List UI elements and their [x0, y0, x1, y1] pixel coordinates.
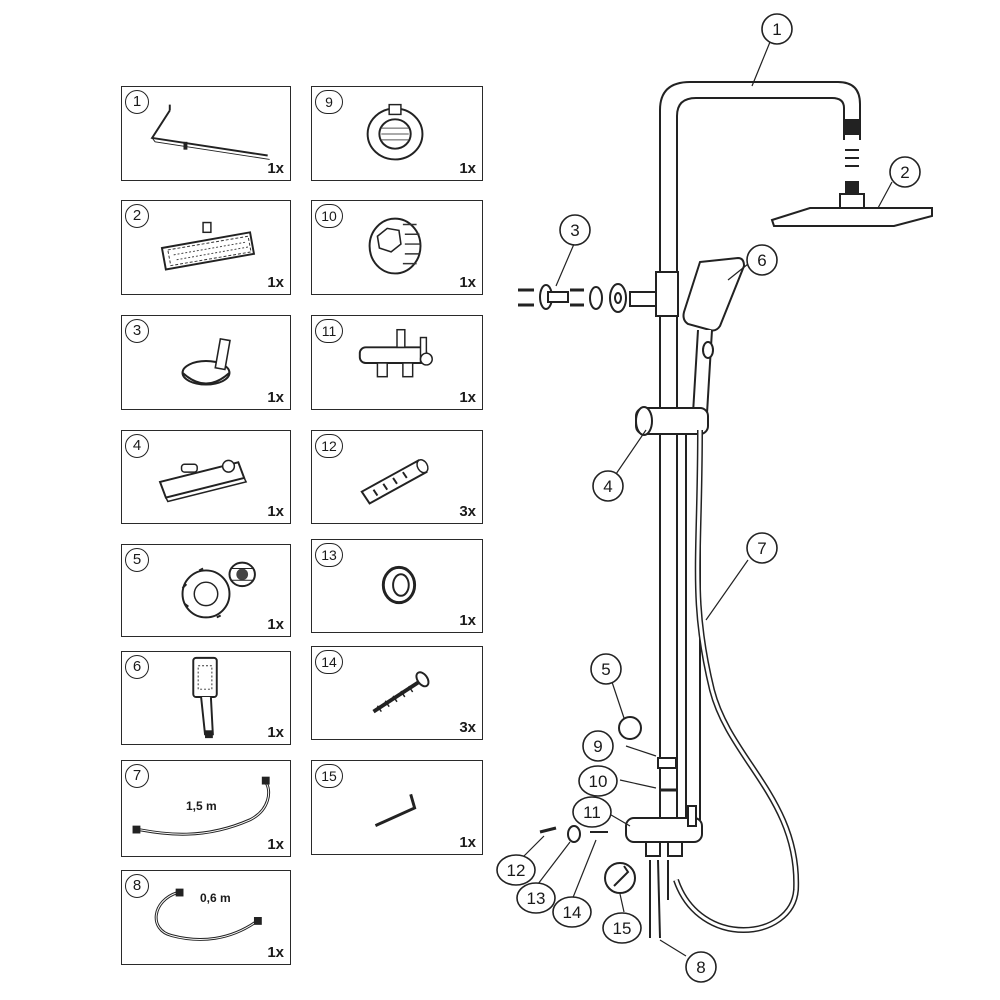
wall-bracket	[518, 271, 679, 317]
part-number: 15	[315, 764, 343, 788]
part-quantity: 1x	[459, 834, 476, 851]
part-card-1: 1 1x	[121, 86, 291, 181]
part-card-11: 11 1x	[311, 315, 483, 410]
part-quantity: 1x	[267, 274, 284, 291]
slider	[635, 406, 709, 436]
part-card-2: 2 1x	[121, 200, 291, 295]
callouts	[496, 13, 921, 983]
part-number: 4	[125, 434, 149, 458]
callout-3: 3	[570, 221, 579, 240]
part-number: 13	[315, 543, 343, 567]
part-card-3: 3 1x	[121, 315, 291, 410]
part-quantity: 1x	[459, 612, 476, 629]
diverter-icon	[358, 328, 433, 378]
part-number: 7	[125, 764, 149, 788]
part-number: 11	[315, 319, 343, 343]
callout-14: 14	[563, 903, 582, 922]
part-number: 3	[125, 319, 149, 343]
part-quantity: 1x	[459, 389, 476, 406]
part-quantity: 1x	[267, 160, 284, 177]
part-card-10: 10 1x	[311, 200, 483, 295]
callout-10: 10	[589, 772, 608, 791]
callout-1: 1	[772, 20, 781, 39]
wall-plug-icon	[360, 459, 429, 505]
part-number: 8	[125, 874, 149, 898]
leader-lines	[523, 41, 893, 957]
callout-4: 4	[603, 477, 612, 496]
short-hose-icon	[154, 888, 262, 941]
part-number: 9	[315, 90, 343, 114]
part-quantity: 3x	[459, 719, 476, 736]
part-quantity: 1x	[267, 616, 284, 633]
part-card-14: 14 3x	[311, 646, 483, 740]
part-number: 6	[125, 655, 149, 679]
callout-8: 8	[696, 958, 705, 977]
part-card-6: 6 1x	[121, 651, 291, 745]
hand-shower-icon	[192, 656, 218, 739]
rain-head-icon	[160, 221, 256, 271]
part-number: 10	[315, 204, 343, 228]
callout-2: 2	[900, 163, 909, 182]
rain-head	[770, 181, 933, 227]
part-card-12: 12 3x	[311, 430, 483, 524]
seal-ring-icon	[381, 565, 417, 605]
hose-length-label: 1,5 m	[186, 799, 217, 813]
part-card-4: 4 1x	[121, 430, 291, 524]
part-card-13: 13 1x	[311, 539, 483, 633]
part-quantity: 1x	[267, 389, 284, 406]
slider-icon	[158, 459, 248, 503]
threaded-adapter-icon	[368, 217, 422, 275]
nut-icon	[366, 103, 424, 161]
part-number: 12	[315, 434, 343, 458]
part-quantity: 1x	[459, 274, 476, 291]
callout-7: 7	[757, 539, 766, 558]
part-number: 2	[125, 204, 149, 228]
part-card-7: 1,5 m 7 1x	[121, 760, 291, 857]
part-quantity: 1x	[267, 944, 284, 961]
shower-rail-icon	[150, 104, 270, 160]
part-quantity: 1x	[267, 503, 284, 520]
hose-long	[673, 429, 800, 933]
callout-15: 15	[613, 919, 632, 938]
part-quantity: 3x	[459, 503, 476, 520]
part-quantity: 1x	[267, 724, 284, 741]
callout-13: 13	[527, 889, 546, 908]
callout-11: 11	[583, 803, 601, 822]
shower-column	[659, 81, 861, 820]
hose-length-label: 0,6 m	[200, 891, 231, 905]
part-card-15: 15 1x	[311, 760, 483, 855]
part-number: 5	[125, 548, 149, 572]
part-number: 1	[125, 90, 149, 114]
hand-shower	[682, 256, 746, 431]
part-card-8: 0,6 m 8 1x	[121, 870, 291, 965]
nut-assembly-icon	[181, 561, 256, 619]
callout-9: 9	[593, 737, 602, 756]
callout-labels: 1 2 3 4 5 6 7 8 9 10 11 12 13 14 15	[507, 20, 910, 977]
allen-key-icon	[374, 793, 417, 827]
callout-6: 6	[757, 251, 766, 270]
part-quantity: 1x	[267, 836, 284, 853]
part-card-5: 5 1x	[121, 544, 291, 637]
long-hose-icon	[132, 776, 271, 836]
callout-12: 12	[507, 861, 526, 880]
part-quantity: 1x	[459, 160, 476, 177]
wall-bracket-icon	[181, 337, 231, 386]
part-number: 14	[315, 650, 343, 674]
part-card-9: 9 1x	[311, 86, 483, 181]
callout-5: 5	[601, 660, 610, 679]
screw-icon	[372, 671, 430, 714]
lower-parts	[539, 716, 703, 939]
